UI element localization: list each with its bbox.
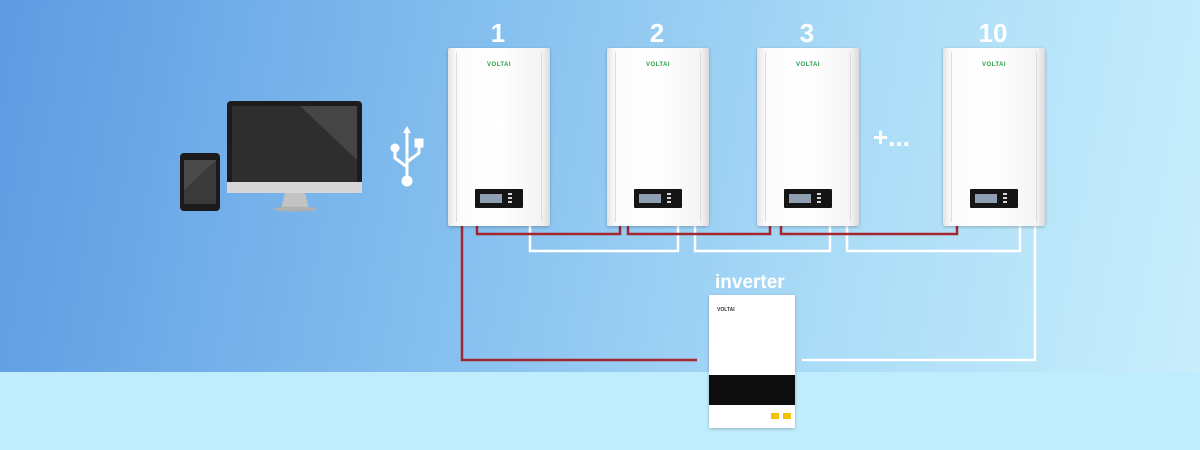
inverter-display-panel — [709, 375, 795, 405]
floor — [0, 372, 1200, 450]
battery-brand-logo: VOLTAI — [486, 62, 512, 68]
inverter: VOLTAI — [709, 295, 795, 428]
tablet-icon — [180, 153, 220, 211]
monitor-icon — [227, 101, 362, 212]
battery-10: VOLTAI — [943, 48, 1045, 226]
negative-cables — [528, 225, 1037, 362]
battery-display — [784, 189, 832, 208]
battery-3: VOLTAI — [757, 48, 859, 226]
more-batteries-indicator: +... — [873, 122, 910, 152]
battery-number-2: 2 — [649, 18, 665, 48]
battery-1: VOLTAI — [448, 48, 550, 226]
battery-display — [475, 189, 523, 208]
inverter-brand-logo: VOLTAI — [717, 307, 735, 313]
battery-brand-logo: VOLTAI — [795, 62, 821, 68]
battery-display — [634, 189, 682, 208]
battery-number-3: 3 — [799, 18, 815, 48]
warning-icon — [783, 413, 791, 419]
battery-brand-logo: VOLTAI — [645, 62, 671, 68]
battery-number-1: 1 — [490, 18, 506, 48]
battery-number-10: 10 — [978, 18, 1008, 48]
warning-icon — [771, 413, 779, 419]
positive-cables — [460, 225, 959, 362]
usb-icon — [390, 126, 424, 187]
battery-display — [970, 189, 1018, 208]
battery-2: VOLTAI — [607, 48, 709, 226]
battery-brand-logo: VOLTAI — [981, 62, 1007, 68]
inverter-label: inverter — [715, 272, 785, 293]
